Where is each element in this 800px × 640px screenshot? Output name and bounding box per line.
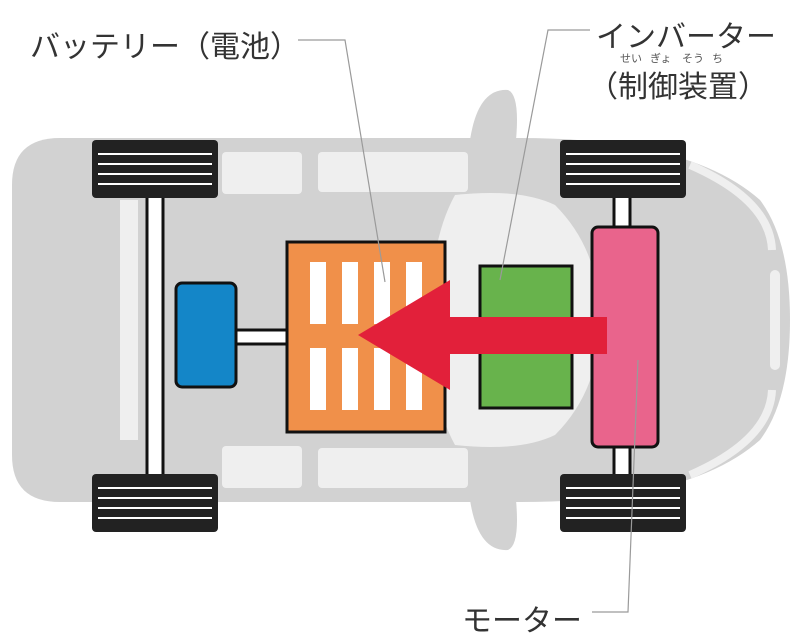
battery-leader [298,39,386,283]
ruby-chi: ち [712,52,723,65]
mirror-bottom [470,500,517,551]
battery-cells [310,262,422,410]
tire-rear-top [92,140,218,198]
inverter-ruby: せいぎょそうち [620,50,723,66]
ruby-sei: せい [620,52,642,65]
headlight-bar [770,270,780,370]
tire-rear-bottom [92,474,218,532]
motor-label: モーター [462,604,582,639]
leader-lines [298,29,639,613]
window-top-front [318,152,468,192]
control-device-label: （制御装置） [588,70,768,105]
window-top-rear [222,152,302,194]
rear-component-box [174,281,238,389]
tire-front-bottom [560,474,686,532]
battery-label: バッテリー（電池） [30,30,300,65]
rear-axle [145,193,165,482]
hood-edge [688,161,776,479]
window-bottom-rear [222,446,302,488]
motor-leader [592,359,639,613]
tires [92,140,686,532]
mirror-top [470,89,517,140]
ruby-gyo: ぎょ [650,52,672,65]
energy-flow-arrow [358,280,607,390]
rear-window [120,200,138,440]
drive-shaft [230,328,292,346]
window-bottom-front [318,448,468,488]
inverter-leader [499,29,590,281]
tire-front-top [560,140,686,198]
ruby-sou: そう [682,52,704,65]
inverter-label: インバーター [596,20,776,55]
